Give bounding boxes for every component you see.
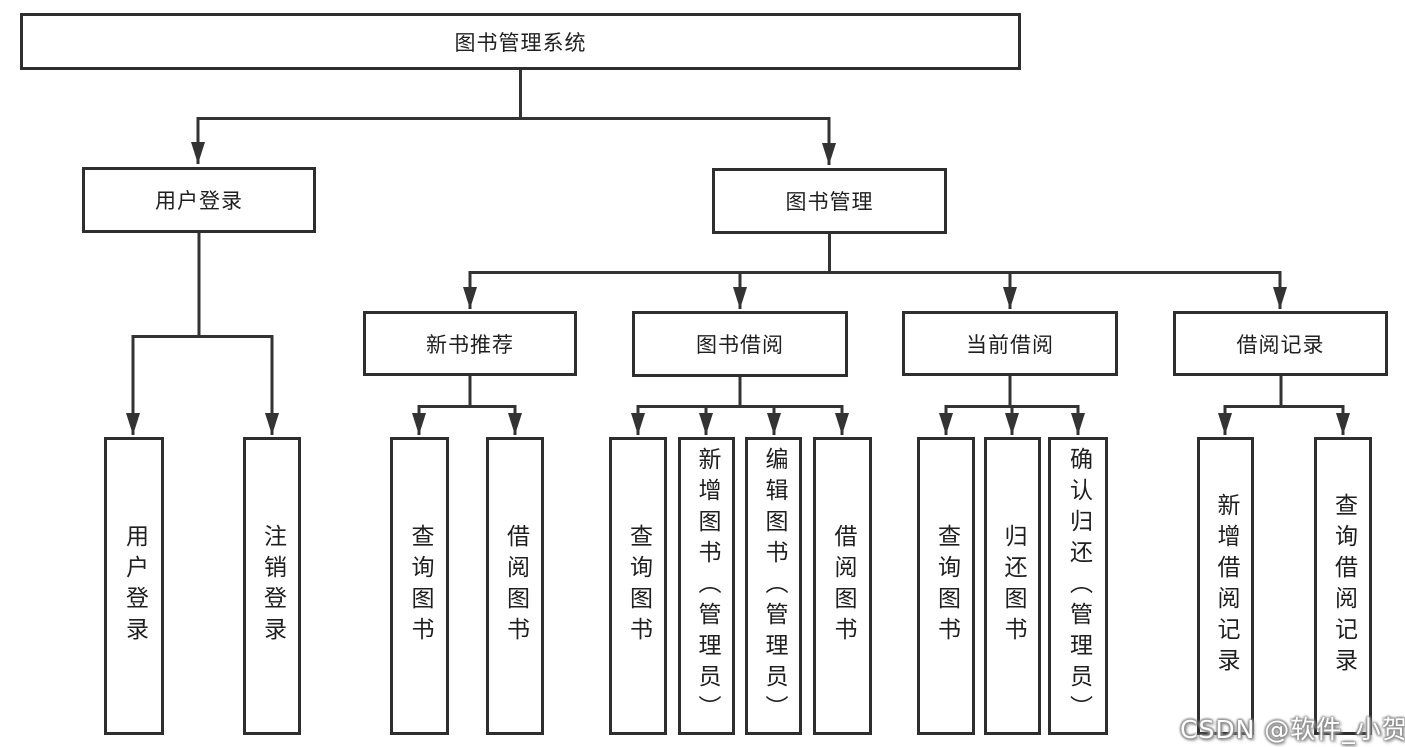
connector-current-borrowing-to-children: [939, 375, 1085, 435]
csdn-watermark: CSDN @软件_小贺同学: [1180, 715, 1405, 744]
node-label: 查询借阅记录: [1330, 493, 1357, 679]
node-label: 新增借阅记录: [1213, 493, 1239, 679]
connector-root-to-level2: [191, 70, 836, 165]
node-return-book: 归还图书: [984, 437, 1041, 735]
node-add-borrow-record: 新增借阅记录: [1197, 437, 1254, 735]
connector-book-management-to-level3: [463, 234, 1287, 309]
node-new-book-recommend-label: 新书推荐: [426, 332, 514, 357]
node-label: 确认归还（管理员）: [1065, 446, 1092, 726]
node-label: 新增图书（管理员）: [694, 446, 720, 726]
node-new-book-recommend: 新书推荐: [363, 311, 577, 376]
node-borrowing-records-label: 借阅记录: [1236, 332, 1325, 357]
node-user-login-label: 用户登录: [155, 189, 243, 213]
node-query-books-3: 查询图书: [917, 437, 975, 735]
node-query-borrow-record: 查询借阅记录: [1314, 437, 1372, 735]
node-label: 查询图书: [933, 524, 960, 648]
node-label: 借阅图书: [830, 524, 856, 648]
node-label: 归还图书: [1000, 524, 1026, 648]
node-root: 图书管理系统: [20, 13, 1021, 70]
node-borrow-books-2: 借阅图书: [813, 437, 872, 735]
node-query-books-1: 查询图书: [390, 437, 449, 735]
node-book-management-label: 图书管理: [785, 190, 874, 214]
node-edit-book-admin: 编辑图书（管理员）: [745, 437, 802, 735]
node-label: 查询图书: [407, 524, 433, 648]
node-user-login-action: 用户登录: [104, 437, 164, 735]
node-query-books-2: 查询图书: [609, 437, 667, 735]
node-current-borrowing-label: 当前借阅: [966, 332, 1054, 357]
connector-new-book-recommend-to-children: [412, 376, 522, 435]
node-book-borrowing-label: 图书借阅: [696, 333, 784, 357]
node-logout-action: 注销登录: [243, 437, 301, 735]
node-add-book-admin: 新增图书（管理员）: [678, 437, 735, 735]
connector-borrowing-records-to-children: [1218, 375, 1350, 435]
node-label: 查询图书: [625, 524, 652, 648]
node-current-borrowing: 当前借阅: [902, 311, 1118, 376]
node-label: 注销登录: [259, 524, 286, 648]
node-root-label: 图书管理系统: [454, 30, 587, 55]
connector-user-login-to-children: [126, 233, 279, 435]
node-user-login: 用户登录: [82, 167, 316, 233]
node-book-management: 图书管理: [712, 168, 947, 234]
connector-book-borrowing-to-children: [631, 377, 849, 435]
node-borrow-books-1: 借阅图书: [486, 437, 544, 735]
node-book-borrowing: 图书借阅: [632, 311, 848, 377]
node-label: 编辑图书（管理员）: [761, 446, 787, 726]
node-confirm-return-admin: 确认归还（管理员）: [1048, 437, 1108, 735]
node-borrowing-records: 借阅记录: [1173, 311, 1388, 376]
node-label: 借阅图书: [502, 524, 529, 648]
node-label: 用户登录: [121, 524, 148, 648]
